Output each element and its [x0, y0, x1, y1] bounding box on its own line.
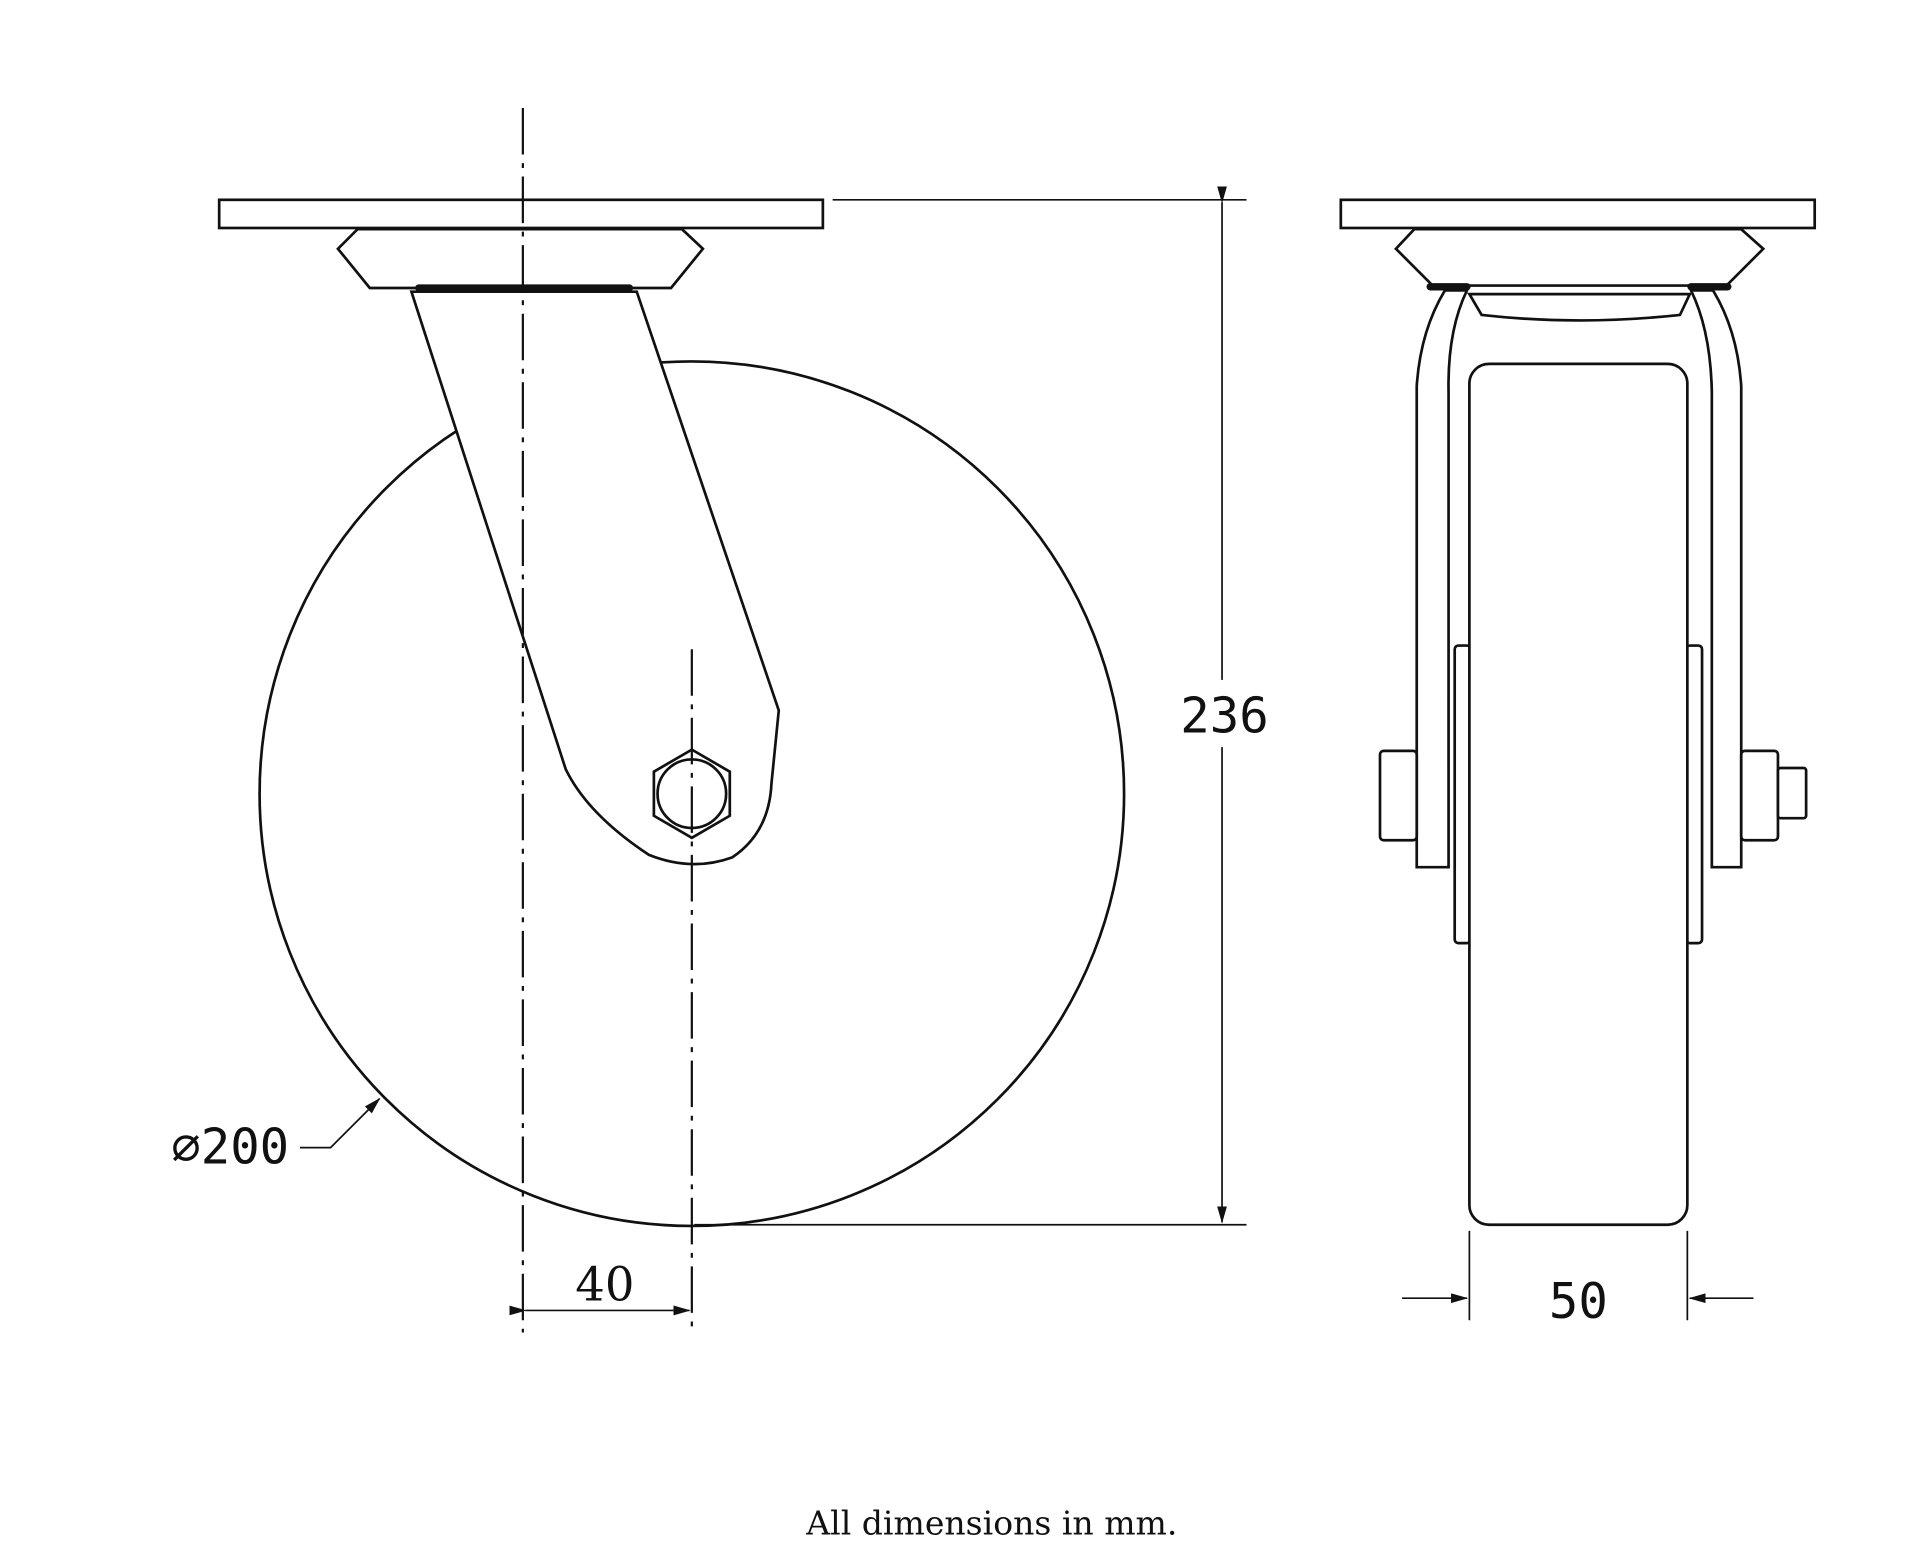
offset-dimension: 40 — [575, 1258, 634, 1312]
front-view: 50 — [1339, 198, 1817, 1330]
top-plate-front — [1339, 198, 1817, 230]
width-dimension: 50 — [1549, 1273, 1608, 1330]
top-plate — [217, 198, 825, 230]
diameter-leader — [300, 1097, 381, 1149]
axle-nut-front — [1739, 749, 1780, 842]
swivel-head-front — [1394, 227, 1766, 287]
swivel-head — [336, 227, 705, 290]
side-view: 40 236 ⌀200 — [171, 107, 1269, 1333]
axle-bolt-head — [1378, 749, 1419, 842]
kingpin-housing — [1467, 292, 1692, 322]
diameter-dimension: ⌀200 — [171, 1118, 289, 1175]
wheel-front — [1468, 362, 1689, 1227]
units-caption: All dimensions in mm. — [805, 1504, 1177, 1543]
height-dimension: 236 — [1180, 687, 1268, 744]
axle-stud — [1776, 766, 1808, 820]
